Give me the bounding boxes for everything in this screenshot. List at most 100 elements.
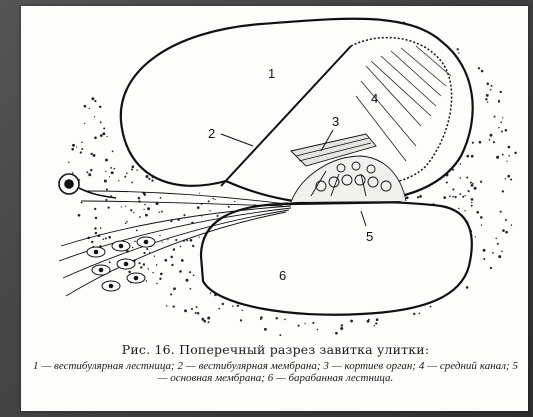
stipple-dot xyxy=(446,181,448,183)
stipple-dot xyxy=(458,208,459,209)
stipple-dot xyxy=(279,334,281,336)
stipple-dot xyxy=(161,211,163,213)
stipple-dot xyxy=(457,48,459,50)
stipple-dot xyxy=(106,188,108,190)
stipple-dot xyxy=(100,121,102,123)
stipple-dot xyxy=(80,151,82,153)
stipple-dot xyxy=(417,196,419,198)
stipple-dot xyxy=(196,306,198,308)
stipple-dot xyxy=(474,187,477,190)
stipple-dot xyxy=(489,139,491,141)
stipple-dot xyxy=(152,272,153,273)
stipple-dot xyxy=(102,132,105,135)
stipple-dot xyxy=(264,328,267,331)
stipple-dot xyxy=(84,123,85,124)
stipple-dot xyxy=(99,106,101,108)
stipple-dot xyxy=(449,195,451,197)
stipple-dot xyxy=(136,169,137,170)
stipple-dot xyxy=(500,91,502,93)
stipple-dot xyxy=(222,303,224,305)
stipple-dot xyxy=(468,190,470,192)
stipple-dot xyxy=(95,217,97,219)
stipple-dot xyxy=(160,273,163,276)
stipple-dot xyxy=(406,196,409,199)
stipple-dot xyxy=(460,177,462,179)
stipple-dot xyxy=(483,249,486,252)
stipple-dot xyxy=(514,152,516,154)
stipple-dot xyxy=(105,199,107,201)
stipple-dot xyxy=(143,209,144,210)
stipple-dot xyxy=(136,230,138,232)
stipple-dot xyxy=(156,283,158,285)
stipple-dot xyxy=(143,252,145,254)
stipple-dot xyxy=(284,319,286,321)
stipple-dot xyxy=(159,278,161,280)
stipple-dot xyxy=(487,83,490,86)
stipple-dot xyxy=(91,97,94,100)
callout-2: 2 xyxy=(208,126,215,141)
stipple-dot xyxy=(170,293,172,295)
stipple-dot xyxy=(171,264,173,266)
stipple-dot xyxy=(208,321,210,323)
stipple-dot xyxy=(133,212,134,213)
stipple-dot xyxy=(501,251,503,253)
stipple-dot xyxy=(492,252,494,254)
stipple-dot xyxy=(502,117,503,118)
stipple-dot xyxy=(375,322,377,324)
stipple-dot xyxy=(76,146,77,147)
stipple-dot xyxy=(452,196,454,198)
stipple-dot xyxy=(175,239,177,241)
stipple-dot xyxy=(94,100,96,102)
stipple-dot xyxy=(218,308,220,310)
stipple-dot xyxy=(471,202,472,203)
stipple-dot xyxy=(128,271,131,274)
stipple-dot xyxy=(113,168,115,170)
stipple-dot xyxy=(419,195,422,198)
figure-caption-legend: 1 — вестибулярная лестница; 2 — вестибул… xyxy=(33,360,518,384)
figure-page: 1 2 3 4 5 6 Рис. 16. Поперечный разрез з… xyxy=(21,6,528,411)
stipple-dot xyxy=(146,248,148,250)
stipple-dot xyxy=(476,211,479,214)
stipple-dot xyxy=(156,264,158,266)
stipple-dot xyxy=(472,142,474,144)
stipple-dot xyxy=(131,182,133,184)
stipple-dot xyxy=(497,243,499,245)
stipple-dot xyxy=(498,127,499,128)
stipple-dot xyxy=(107,206,109,208)
stipple-dot xyxy=(367,320,370,323)
stipple-dot xyxy=(207,317,210,320)
stipple-dot xyxy=(112,151,114,153)
stipple-dot xyxy=(502,154,504,156)
stipple-dot xyxy=(158,212,159,213)
stipple-dot xyxy=(276,317,278,319)
stipple-dot xyxy=(240,319,242,321)
stipple-dot xyxy=(260,318,262,320)
cochlea-diagram: 1 2 3 4 5 6 xyxy=(21,6,528,341)
stipple-dot xyxy=(91,241,93,243)
stipple-dot xyxy=(143,263,145,265)
stipple-dot xyxy=(419,313,421,315)
stipple-dot xyxy=(147,268,148,269)
stipple-dot xyxy=(471,198,474,201)
stipple-dot xyxy=(486,94,489,97)
stipple-dot xyxy=(167,239,168,240)
stipple-dot xyxy=(495,238,497,240)
stipple-dot xyxy=(501,131,503,133)
stipple-dot xyxy=(490,89,492,91)
stipple-dot xyxy=(126,172,128,174)
stipple-dot xyxy=(508,155,510,157)
stipple-dot xyxy=(480,216,483,219)
stipple-dot xyxy=(466,176,468,178)
stipple-dot xyxy=(173,287,176,290)
stipple-dot xyxy=(144,204,145,205)
stipple-dot xyxy=(160,197,162,199)
stipple-dot xyxy=(471,205,473,207)
stipple-dot xyxy=(131,168,133,170)
stipple-dot xyxy=(146,175,149,178)
stipple-dot xyxy=(312,322,314,324)
stipple-dot xyxy=(81,148,83,150)
stipple-dot xyxy=(493,141,495,143)
stipple-dot xyxy=(197,312,200,315)
stipple-dot xyxy=(109,261,111,263)
